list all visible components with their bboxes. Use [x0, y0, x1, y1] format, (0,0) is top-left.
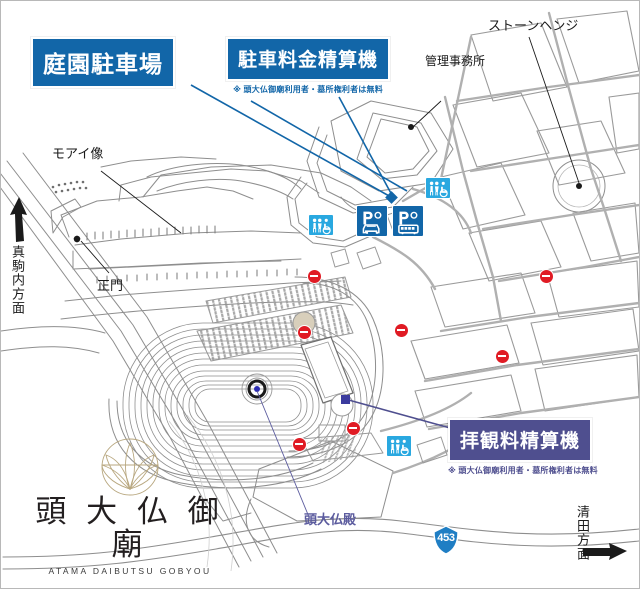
- callout-garden-parking-label: 庭園駐車場: [31, 37, 175, 88]
- parking-car-icon: [356, 205, 388, 237]
- no-entry-icon-7: [297, 325, 312, 340]
- label-stonehenge: ストーンヘンジ: [488, 18, 579, 33]
- route-shield-number: 453: [437, 532, 455, 544]
- direction-label-kiyota: 清田方面: [575, 505, 590, 561]
- parking-bus-icon: [392, 205, 424, 237]
- restroom-accessible-icon-north: [425, 177, 451, 199]
- callout-admission-fee-machine-note: ※ 頭大仏御廟利用者・墓所権利者は無料: [448, 466, 598, 475]
- no-entry-icon-6: [292, 437, 307, 452]
- label-main-gate: 正門: [97, 278, 124, 293]
- site-logo: 頭 大 仏 御 廟 ATAMA DAIBUTSU GOBYOU: [15, 494, 245, 577]
- callout-garden-parking[interactable]: 庭園駐車場: [31, 37, 175, 88]
- no-entry-icon-3: [495, 349, 510, 364]
- no-entry-icon-5: [346, 421, 361, 436]
- logo-kanji: 頭 大 仏 御 廟: [35, 494, 225, 562]
- label-management-office: 管理事務所: [425, 54, 486, 68]
- label-atama-daibutsu-hall: 頭大仏殿: [304, 512, 357, 527]
- route-shield-453: 453: [431, 525, 461, 555]
- restroom-accessible-icon-west: [308, 214, 334, 236]
- no-entry-icon-4: [539, 269, 554, 284]
- label-moai-statue: モアイ像: [52, 146, 104, 161]
- callout-parking-fee-machine-label: 駐車料金精算機: [226, 37, 391, 81]
- callout-admission-fee-machine-label: 拝観料精算機: [448, 418, 593, 462]
- restroom-accessible-icon-south: [386, 435, 412, 457]
- logo-romaji: ATAMA DAIBUTSU GOBYOU: [48, 566, 212, 577]
- callout-parking-fee-machine-note: ※ 頭大仏御廟利用者・墓所権利者は無料: [233, 85, 383, 94]
- no-entry-icon-1: [307, 269, 322, 284]
- callout-parking-fee-machine[interactable]: 駐車料金精算機 ※ 頭大仏御廟利用者・墓所権利者は無料: [226, 37, 391, 95]
- no-entry-icon-2: [394, 323, 409, 338]
- direction-label-makomanai: 真駒内方面: [10, 245, 25, 315]
- route-shield-icon: [433, 525, 459, 555]
- lotus-crest-icon: [101, 438, 159, 496]
- callout-admission-fee-machine[interactable]: 拝観料精算機 ※ 頭大仏御廟利用者・墓所権利者は無料: [448, 418, 598, 476]
